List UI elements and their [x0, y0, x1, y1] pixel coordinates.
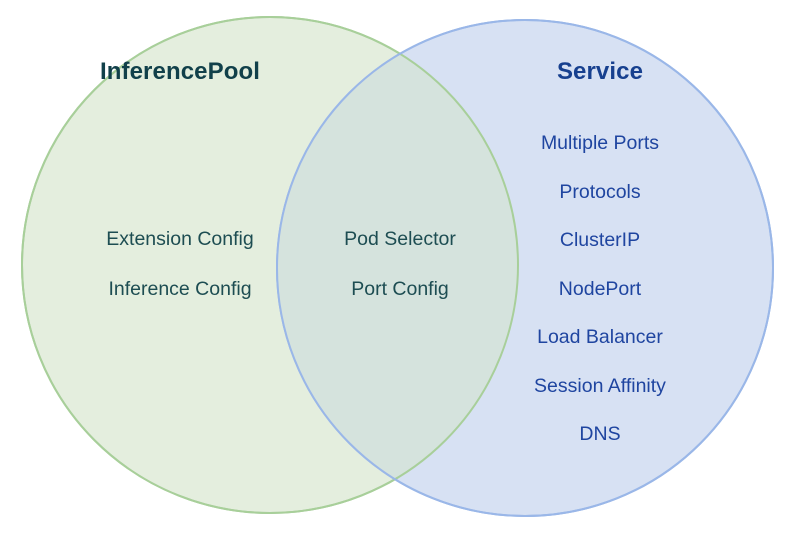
list-item: Protocols — [559, 180, 641, 203]
set-title-inferencepool: InferencePool — [99, 58, 260, 85]
circle-inferencepool-outline — [21, 16, 519, 514]
list-item: Port Config — [351, 277, 449, 300]
set-items-inferencepool: Extension Config Inference Config — [20, 228, 340, 329]
list-item: Inference Config — [108, 277, 252, 300]
list-item: NodePort — [558, 277, 642, 300]
list-item: Load Balancer — [537, 326, 663, 348]
list-item: Pod Selector — [344, 228, 456, 250]
set-items-intersection: Pod Selector Port Config — [300, 228, 500, 329]
set-items-service: Multiple Ports Protocols ClusterIP NodeP… — [450, 132, 750, 474]
set-title-service: Service — [556, 58, 644, 85]
set-label-inferencepool-wrap: InferencePool — [20, 58, 340, 86]
circle-service-outline — [276, 19, 774, 517]
set-label-service-wrap: Service — [450, 58, 750, 86]
list-item: Multiple Ports — [540, 132, 660, 154]
list-item: ClusterIP — [559, 229, 641, 251]
list-item: DNS — [579, 423, 621, 445]
list-item: Session Affinity — [534, 374, 666, 397]
list-item: Extension Config — [106, 228, 254, 250]
circle-intersection-region — [277, 20, 518, 513]
